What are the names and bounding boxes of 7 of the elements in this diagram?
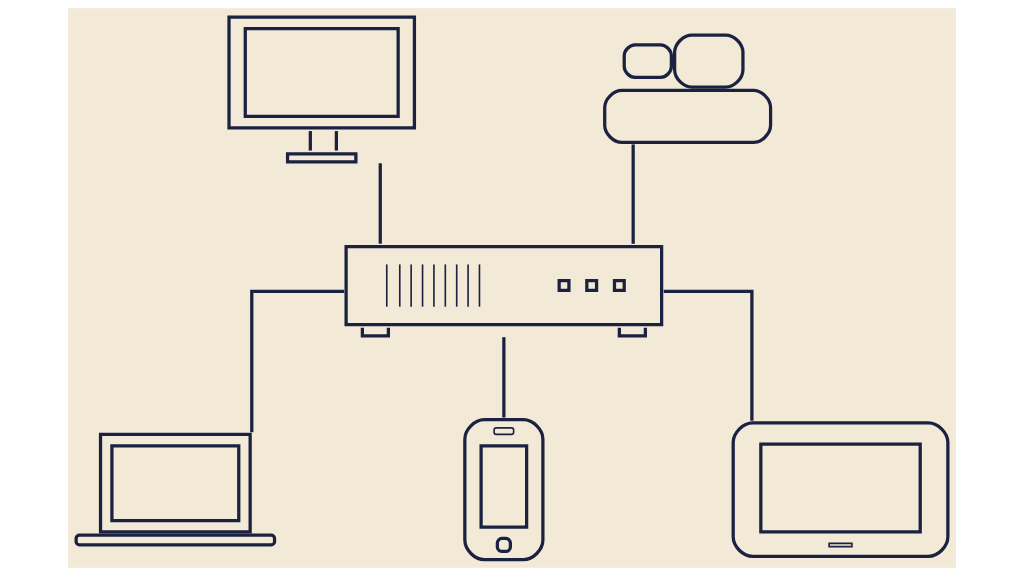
connector (631, 144, 635, 244)
connector (250, 289, 345, 433)
connector (663, 289, 754, 421)
node-picture (731, 421, 950, 558)
connector (502, 337, 506, 418)
connector (378, 163, 382, 244)
node-picture (463, 418, 545, 562)
